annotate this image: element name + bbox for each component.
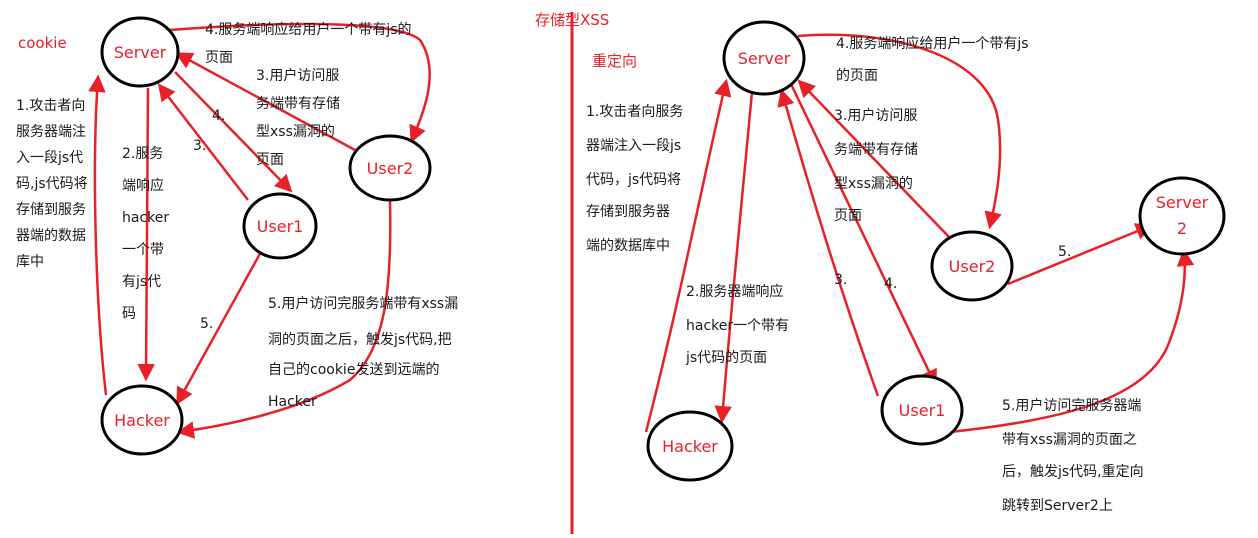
right-server2-label-line1: Server xyxy=(1156,193,1209,212)
right-node-user2: User2 xyxy=(930,230,1014,302)
left-user1-label: User1 xyxy=(257,217,304,236)
left-node-hacker: Hacker xyxy=(100,384,184,456)
right-step5-label: 5. xyxy=(1058,244,1071,260)
right-user2-label: User2 xyxy=(949,257,996,276)
right-step1-note: 1.攻击者向服务 器端注入一段js 代码，js代码将 存储到服务器 端的数据库中 xyxy=(586,104,688,254)
left-node-user1: User1 xyxy=(242,192,318,260)
left-step3-note: 3.用户访问服 务端带有存储 型xss漏洞的 页面 xyxy=(256,67,344,168)
right-server2-label-line2: 2 xyxy=(1177,219,1187,238)
right-edge-server-to-user1 xyxy=(788,81,937,388)
right-node-user1: User1 xyxy=(880,374,964,446)
left-edge-server-to-user1 xyxy=(174,71,293,193)
right-edge-server-to-hacker xyxy=(714,91,754,424)
right-edge-user2-to-server xyxy=(797,79,951,239)
left-step2-note: 2.服务 端响应 hacker 一个带 有js代 码 xyxy=(122,146,174,322)
left-edge-user2-to-server xyxy=(174,52,356,152)
right-edge-user1-to-server2 xyxy=(949,248,1195,434)
left-edge-server-to-hacker xyxy=(137,87,155,382)
left-node-user2: User2 xyxy=(348,134,432,202)
right-server-label: Server xyxy=(738,49,791,68)
left-step3-label: 3. xyxy=(193,138,206,154)
right-edge-hacker-to-server xyxy=(644,78,732,433)
left-step1-note: 1.攻击者向 服务器端注 入一段js代 码,js代码将 存储到服务 器端的数据 … xyxy=(16,98,92,270)
left-edge-user2-to-hacker xyxy=(176,199,392,439)
right-node-server: Server xyxy=(722,20,806,96)
right-edge-user2-to-server2 xyxy=(1007,223,1154,286)
left-hacker-label: Hacker xyxy=(114,411,170,430)
left-step5-note: 5.用户访问完服务端带有xss漏 洞的页面之后，触发js代码,把 自己的cook… xyxy=(268,295,463,410)
left-step5-label: 5. xyxy=(200,316,213,332)
left-step4-label: 4. xyxy=(212,108,225,124)
right-step3-note: 3.用户访问服 务端带有存储 型xss漏洞的 页面 xyxy=(834,107,922,224)
right-user1-label: User1 xyxy=(899,401,946,420)
left-edge-hacker-to-server xyxy=(88,74,108,396)
left-user2-label: User2 xyxy=(367,159,414,178)
right-step4-note: 4.服务端响应给用户一个带有js 的页面 xyxy=(836,35,1033,84)
right-edge-user1-to-server xyxy=(777,88,880,397)
left-diagram: cookie Server User2 User1 Hacker 1.攻击者向 xyxy=(16,16,463,456)
right-step4-label: 4. xyxy=(884,276,897,292)
left-node-server: Server xyxy=(100,16,180,88)
right-hacker-label: Hacker xyxy=(662,437,718,456)
right-edge-server-to-user2 xyxy=(797,33,1002,230)
left-tag: cookie xyxy=(18,34,67,52)
right-step5-note: 5.用户访问完服务器端 带有xss漏洞的页面之 后，触发js代码,重定向 跳转到… xyxy=(1002,397,1148,514)
left-edge-server-to-user2 xyxy=(169,22,431,144)
right-step2-note: 2.服务器端响应 hacker一个带有 js代码的页面 xyxy=(685,283,794,366)
right-node-hacker: Hacker xyxy=(646,410,734,482)
right-diagram: 重定向 Server Server 2 User2 User1 xyxy=(586,20,1226,514)
left-edge-user1-to-server xyxy=(157,83,249,201)
right-step3-label: 3. xyxy=(834,272,847,288)
left-step4-note: 4.服务端响应给用户一个带有js的 页面 xyxy=(205,21,416,66)
right-node-server2: Server 2 xyxy=(1138,176,1226,256)
left-server-label: Server xyxy=(114,43,167,62)
page-title: 存储型XSS xyxy=(535,11,609,29)
right-tag: 重定向 xyxy=(592,52,637,70)
left-edge-user1-to-hacker xyxy=(176,249,264,406)
